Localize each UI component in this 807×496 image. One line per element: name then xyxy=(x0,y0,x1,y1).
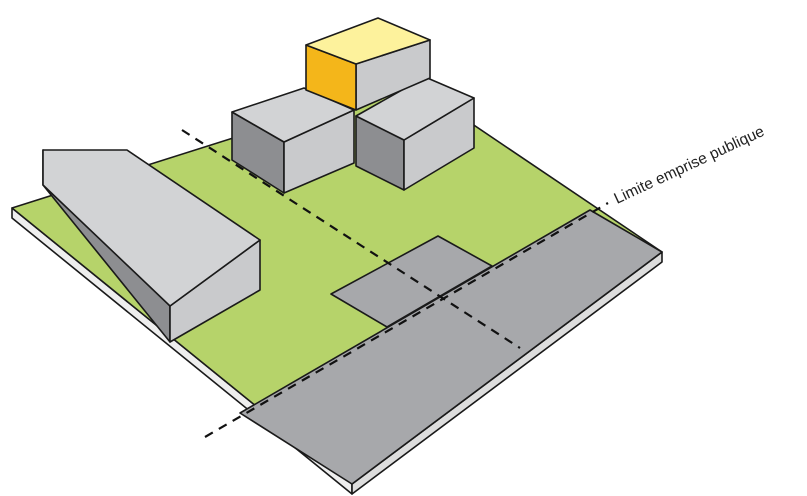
boundary-line-cross xyxy=(181,129,521,349)
long-building xyxy=(42,149,261,343)
boundary-label: Limite emprise publique xyxy=(612,123,768,208)
boundary-line-main xyxy=(204,202,609,438)
paved-plot xyxy=(330,235,493,328)
building-cluster xyxy=(231,17,475,194)
